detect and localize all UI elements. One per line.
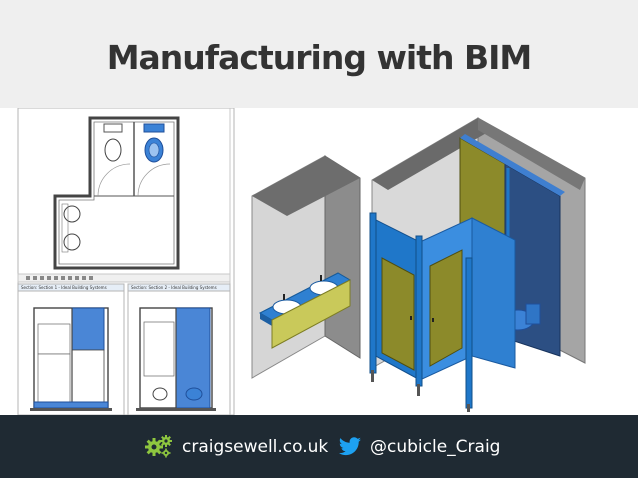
website-label: craigsewell.co.uk <box>182 437 329 457</box>
section-2-view <box>127 283 231 415</box>
twitter-label: @cubicle_Craig <box>370 437 501 457</box>
section-2-caption: Section: Section 2 - Ideal Building Syst… <box>131 285 217 290</box>
footer-bar: craigsewell.co.uk @cubicle_Craig <box>0 415 638 478</box>
revit-views <box>17 108 235 415</box>
gears-icon <box>145 435 172 458</box>
twitter-link[interactable]: @cubicle_Craig <box>338 435 500 459</box>
slide-title: Manufacturing with BIM <box>106 38 533 77</box>
title-bar: Manufacturing with BIM <box>0 0 638 108</box>
section-1-view <box>17 283 125 415</box>
section-1-caption: Section: Section 1 - Ideal Building Syst… <box>21 285 107 290</box>
website-link[interactable]: craigsewell.co.uk <box>144 435 328 459</box>
bim-3d-model <box>251 117 586 412</box>
floor-plan <box>53 116 180 270</box>
twitter-icon <box>339 437 361 456</box>
content-area: Section: Section 1 - Ideal Building Syst… <box>0 108 638 415</box>
